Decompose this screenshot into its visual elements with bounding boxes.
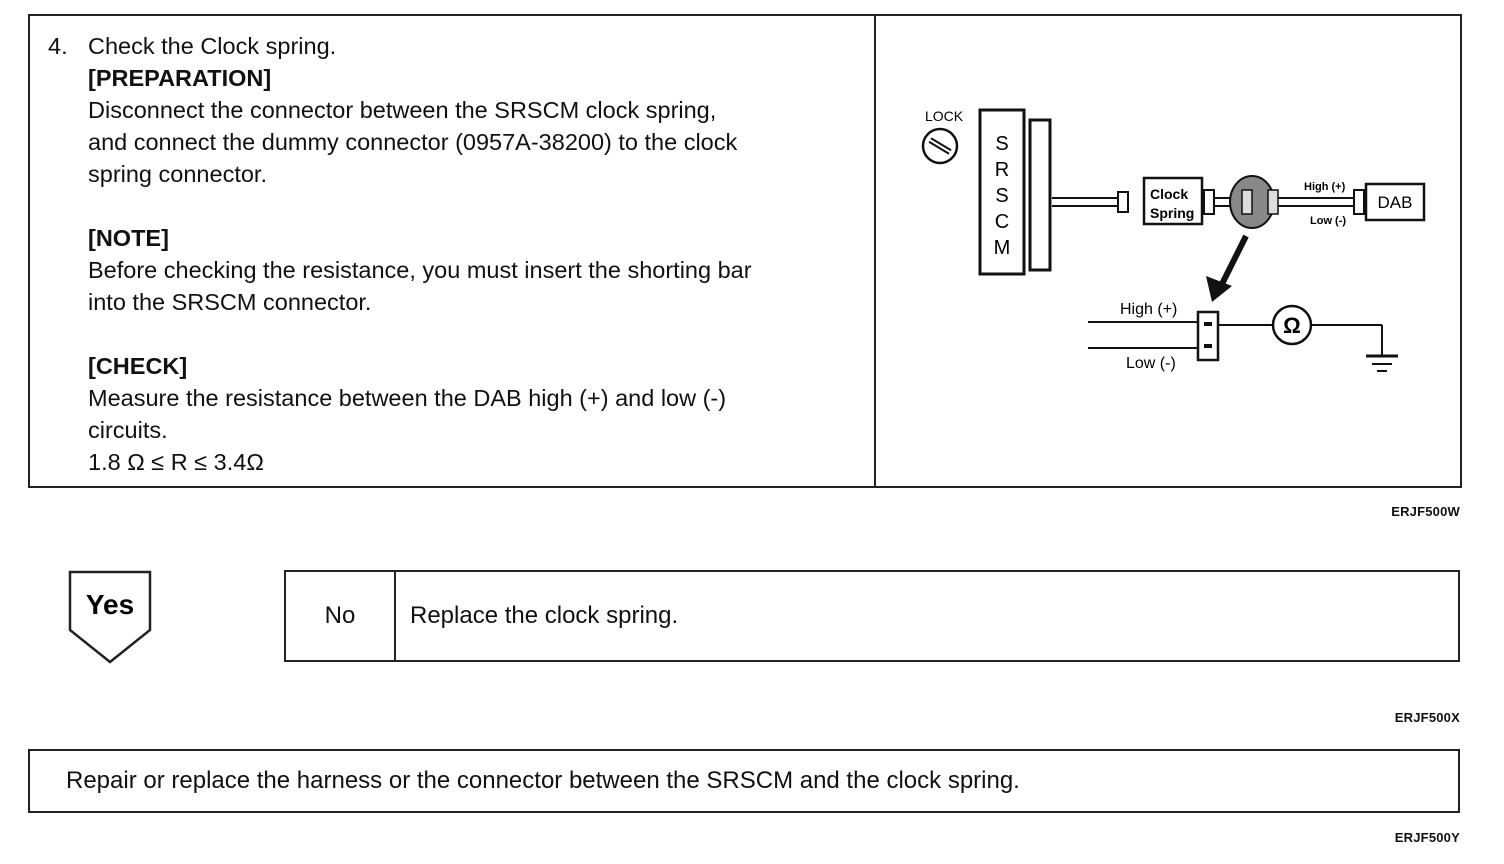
arrow-icon	[1206, 234, 1249, 302]
check-line: circuits.	[88, 417, 168, 443]
resistance-spec: 1.8 Ω ≤ R ≤ 3.4Ω	[88, 449, 264, 475]
figure-code: ERJF500X	[1394, 710, 1460, 725]
srscm-letter: S	[995, 133, 1008, 155]
step-number: 4.	[48, 33, 68, 59]
preparation-line: spring connector.	[88, 161, 267, 187]
ohm-symbol: Ω	[1283, 313, 1301, 338]
note-heading: [NOTE]	[88, 225, 169, 251]
repair-instruction: Repair or replace the harness or the con…	[66, 767, 1020, 794]
no-action-text: Replace the clock spring.	[410, 602, 679, 629]
clock-spring-label: Spring	[1150, 205, 1194, 221]
figure-code: ERJF500Y	[1394, 830, 1460, 845]
preparation-line: Disconnect the connector between the SRS…	[88, 97, 717, 123]
note-line: into the SRSCM connector.	[88, 289, 372, 315]
low-label: Low (-)	[1126, 355, 1176, 372]
step-title: Check the Clock spring.	[88, 33, 337, 59]
yes-label: Yes	[86, 589, 134, 620]
column-divider	[874, 16, 876, 486]
step-instructions: 4. Check the Clock spring. [PREPARATION]…	[48, 30, 858, 478]
ground-icon	[1366, 354, 1398, 372]
high-label: High (+)	[1120, 301, 1177, 318]
dab-box	[1364, 182, 1426, 222]
srscm-letter: M	[994, 237, 1011, 259]
shorting-connector	[1196, 310, 1220, 362]
srscm-letter: C	[995, 211, 1009, 233]
srscm-connector	[1028, 118, 1052, 272]
srscm-letter: S	[995, 185, 1008, 207]
lock-icon	[921, 127, 959, 165]
note-line: Before checking the resistance, you must…	[88, 257, 752, 283]
srscm-letter: R	[995, 159, 1009, 181]
figure-code: ERJF500W	[1391, 504, 1460, 519]
no-divider	[394, 572, 396, 660]
check-heading: [CHECK]	[88, 353, 188, 379]
srscm-module	[978, 108, 1026, 276]
no-label: No	[324, 602, 356, 629]
lock-label: LOCK	[925, 108, 964, 124]
clock-spring-wiring-diagram: LOCK S R S C M Clock Spring	[921, 108, 1426, 372]
preparation-heading: [PREPARATION]	[88, 65, 272, 91]
low-small-label: Low (-)	[1310, 215, 1346, 227]
clock-spring-label: Clock	[1150, 186, 1188, 202]
preparation-line: and connect the dummy connector (0957A-3…	[88, 129, 738, 155]
yes-branch-badge: Yes	[68, 570, 152, 664]
step-panel: 4. Check the Clock spring. [PREPARATION]…	[28, 14, 1462, 488]
high-small-label: High (+)	[1304, 181, 1346, 193]
no-branch-box: No Replace the clock spring.	[284, 570, 1460, 662]
dab-label: DAB	[1378, 193, 1413, 212]
clock-spring-box	[1142, 176, 1204, 226]
check-line: Measure the resistance between the DAB h…	[88, 385, 727, 411]
repair-box: Repair or replace the harness or the con…	[28, 749, 1460, 813]
